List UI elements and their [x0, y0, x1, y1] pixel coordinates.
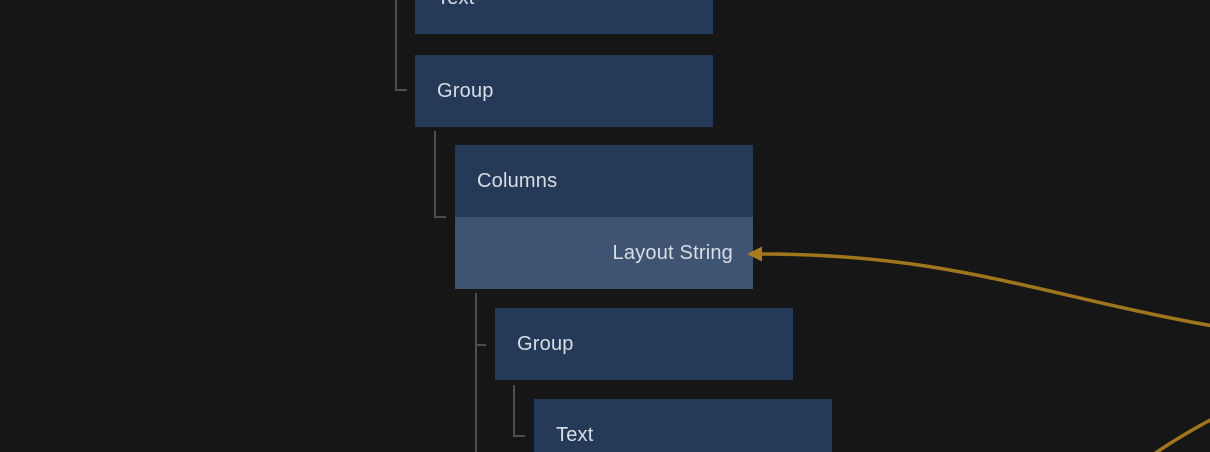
tree-connector-elbow — [475, 344, 486, 346]
layout-string-port[interactable]: Layout String — [455, 217, 753, 289]
tree-connector-elbow — [395, 89, 407, 91]
tree-connector-vertical — [395, 0, 397, 90]
tree-connector-vertical — [475, 293, 477, 452]
connection-wire-bottom-right[interactable] — [1151, 418, 1210, 452]
connection-wire-layout-string[interactable] — [760, 252, 1210, 328]
tree-connector-vertical — [513, 385, 515, 437]
tree-connector-elbow — [434, 216, 446, 218]
wire-arrowhead-icon — [747, 246, 762, 262]
tree-connector-elbow — [513, 435, 525, 437]
tree-connector-vertical — [434, 131, 436, 217]
